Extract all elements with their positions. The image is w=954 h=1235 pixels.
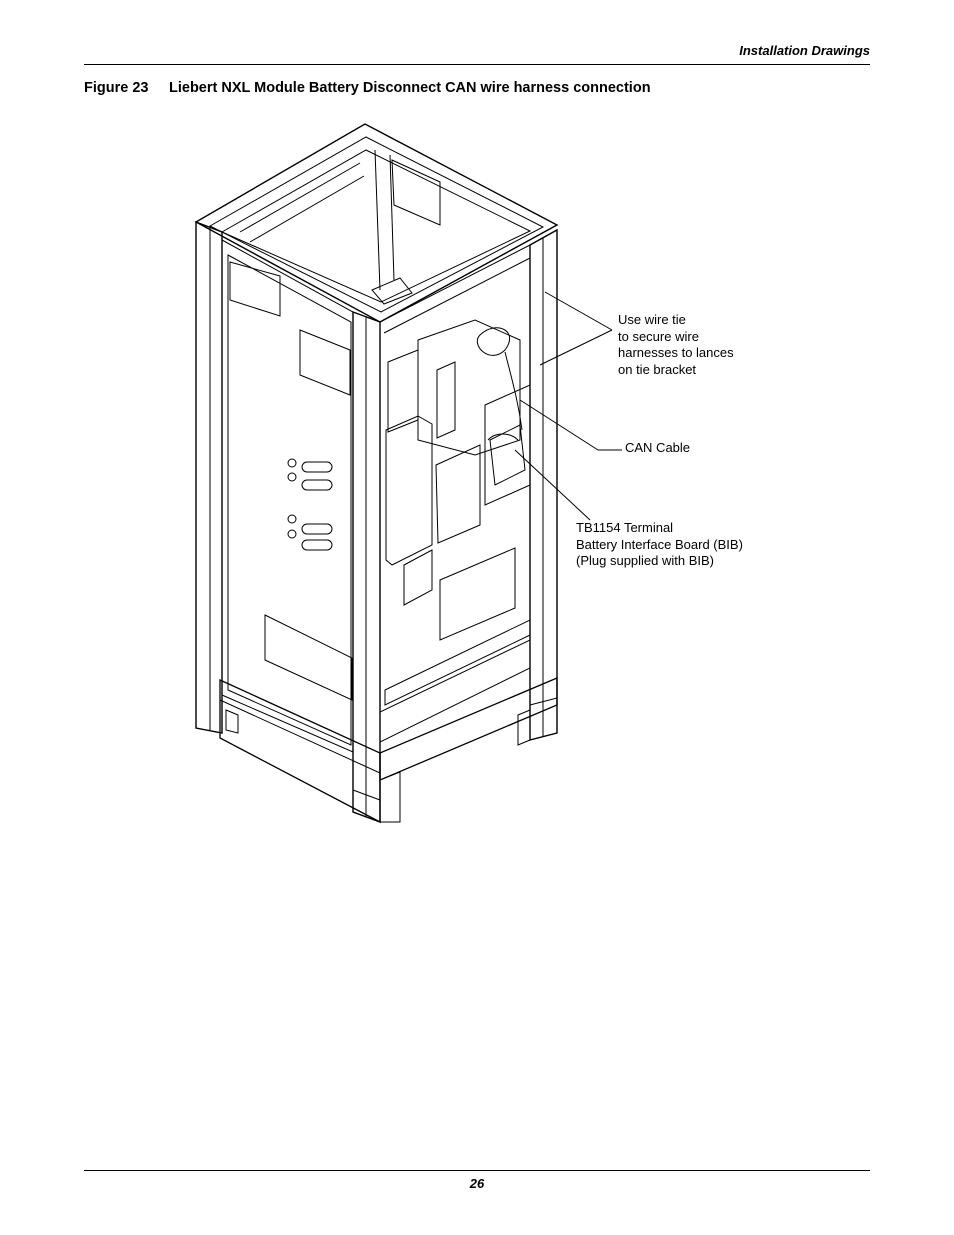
page-number: 26 (469, 1176, 485, 1191)
footer-divider (84, 1170, 870, 1171)
callout-line: TB1154 Terminal (576, 520, 674, 535)
header-divider (84, 64, 870, 65)
callout-tb1154: TB1154 Terminal Battery Interface Board … (576, 520, 743, 570)
callout-leaders (514, 291, 622, 521)
callout-wire-tie: Use wire tie to secure wire harnesses to… (618, 312, 734, 378)
figure-caption: Figure 23 Liebert NXL Module Battery Disc… (84, 80, 651, 96)
side-panel-slots (287, 458, 333, 551)
cabinet-top-frame (194, 123, 559, 323)
callout-line: harnesses to lances (618, 345, 734, 360)
callout-line: Battery Interface Board (BIB) (576, 536, 743, 552)
callout-line: on tie bracket (618, 361, 697, 377)
callout-line: Use wire tie (618, 312, 686, 327)
callout-line: (Plug supplied with BIB) (576, 553, 715, 568)
cabinet-base (352, 619, 558, 823)
running-header: Installation Drawings (739, 43, 870, 58)
callout-can-cable: CAN Cable (625, 440, 691, 455)
cabinet-front-posts (352, 228, 558, 824)
battery-disconnect-assembly (385, 319, 531, 641)
figure-title: Liebert NXL Module Battery Disconnect CA… (169, 80, 651, 96)
figure-number: Figure 23 (84, 80, 149, 96)
callout-line: to secure wire (618, 328, 699, 344)
